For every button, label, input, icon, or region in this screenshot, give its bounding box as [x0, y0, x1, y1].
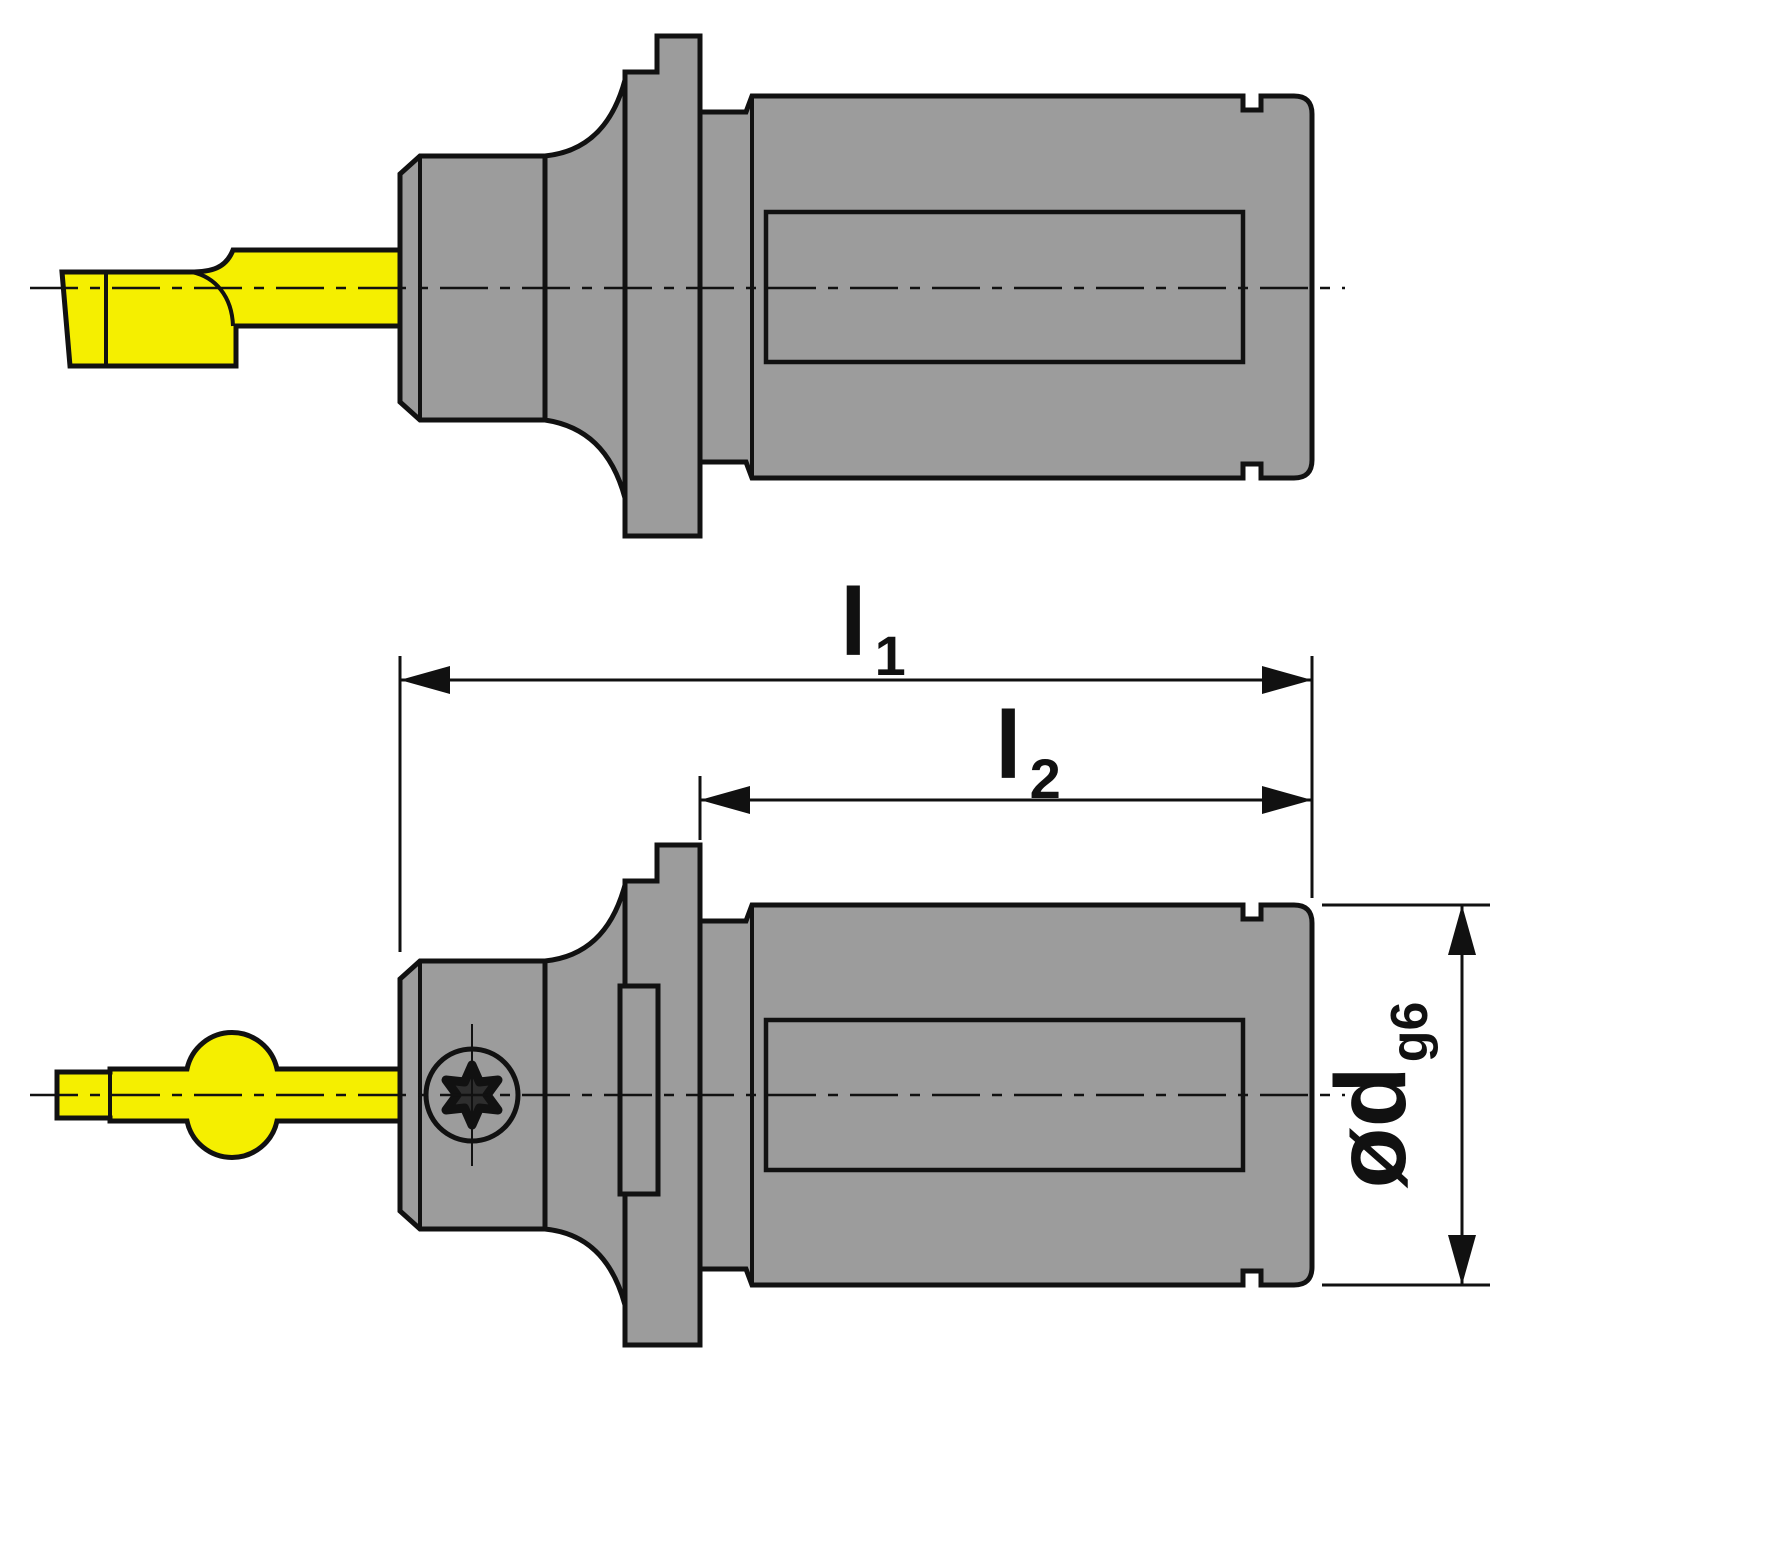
holder-body-bottom: [697, 902, 1315, 1288]
dim-d-main: ød: [1315, 1066, 1427, 1188]
tool-pocket-curve-top: [191, 270, 235, 327]
arrowhead-l1-left: [400, 666, 450, 694]
arrowhead-l2-right: [1262, 786, 1312, 814]
flange-top: [622, 33, 703, 539]
holder-body-top: [697, 93, 1315, 481]
dim-l2-sub: 2: [1030, 747, 1061, 810]
cutting-tool-top: [59, 247, 407, 369]
flange-bottom: [622, 842, 703, 1348]
arrowhead-l1-right: [1262, 666, 1312, 694]
dim-l1-sub: 1: [875, 624, 906, 687]
bottom-view: [30, 842, 1345, 1348]
arrowhead-d-bottom: [1448, 1235, 1476, 1285]
top-view: [30, 33, 1345, 539]
dim-d-sub: g6: [1381, 1002, 1439, 1063]
arrowhead-l2-left: [700, 786, 750, 814]
arrowhead-d-top: [1448, 905, 1476, 955]
dim-d-label: ødg6: [1315, 1002, 1439, 1189]
flange-keyway-slot: [617, 983, 661, 1197]
dim-l1-main: l: [840, 569, 867, 676]
dim-l2-main: l: [995, 692, 1022, 799]
